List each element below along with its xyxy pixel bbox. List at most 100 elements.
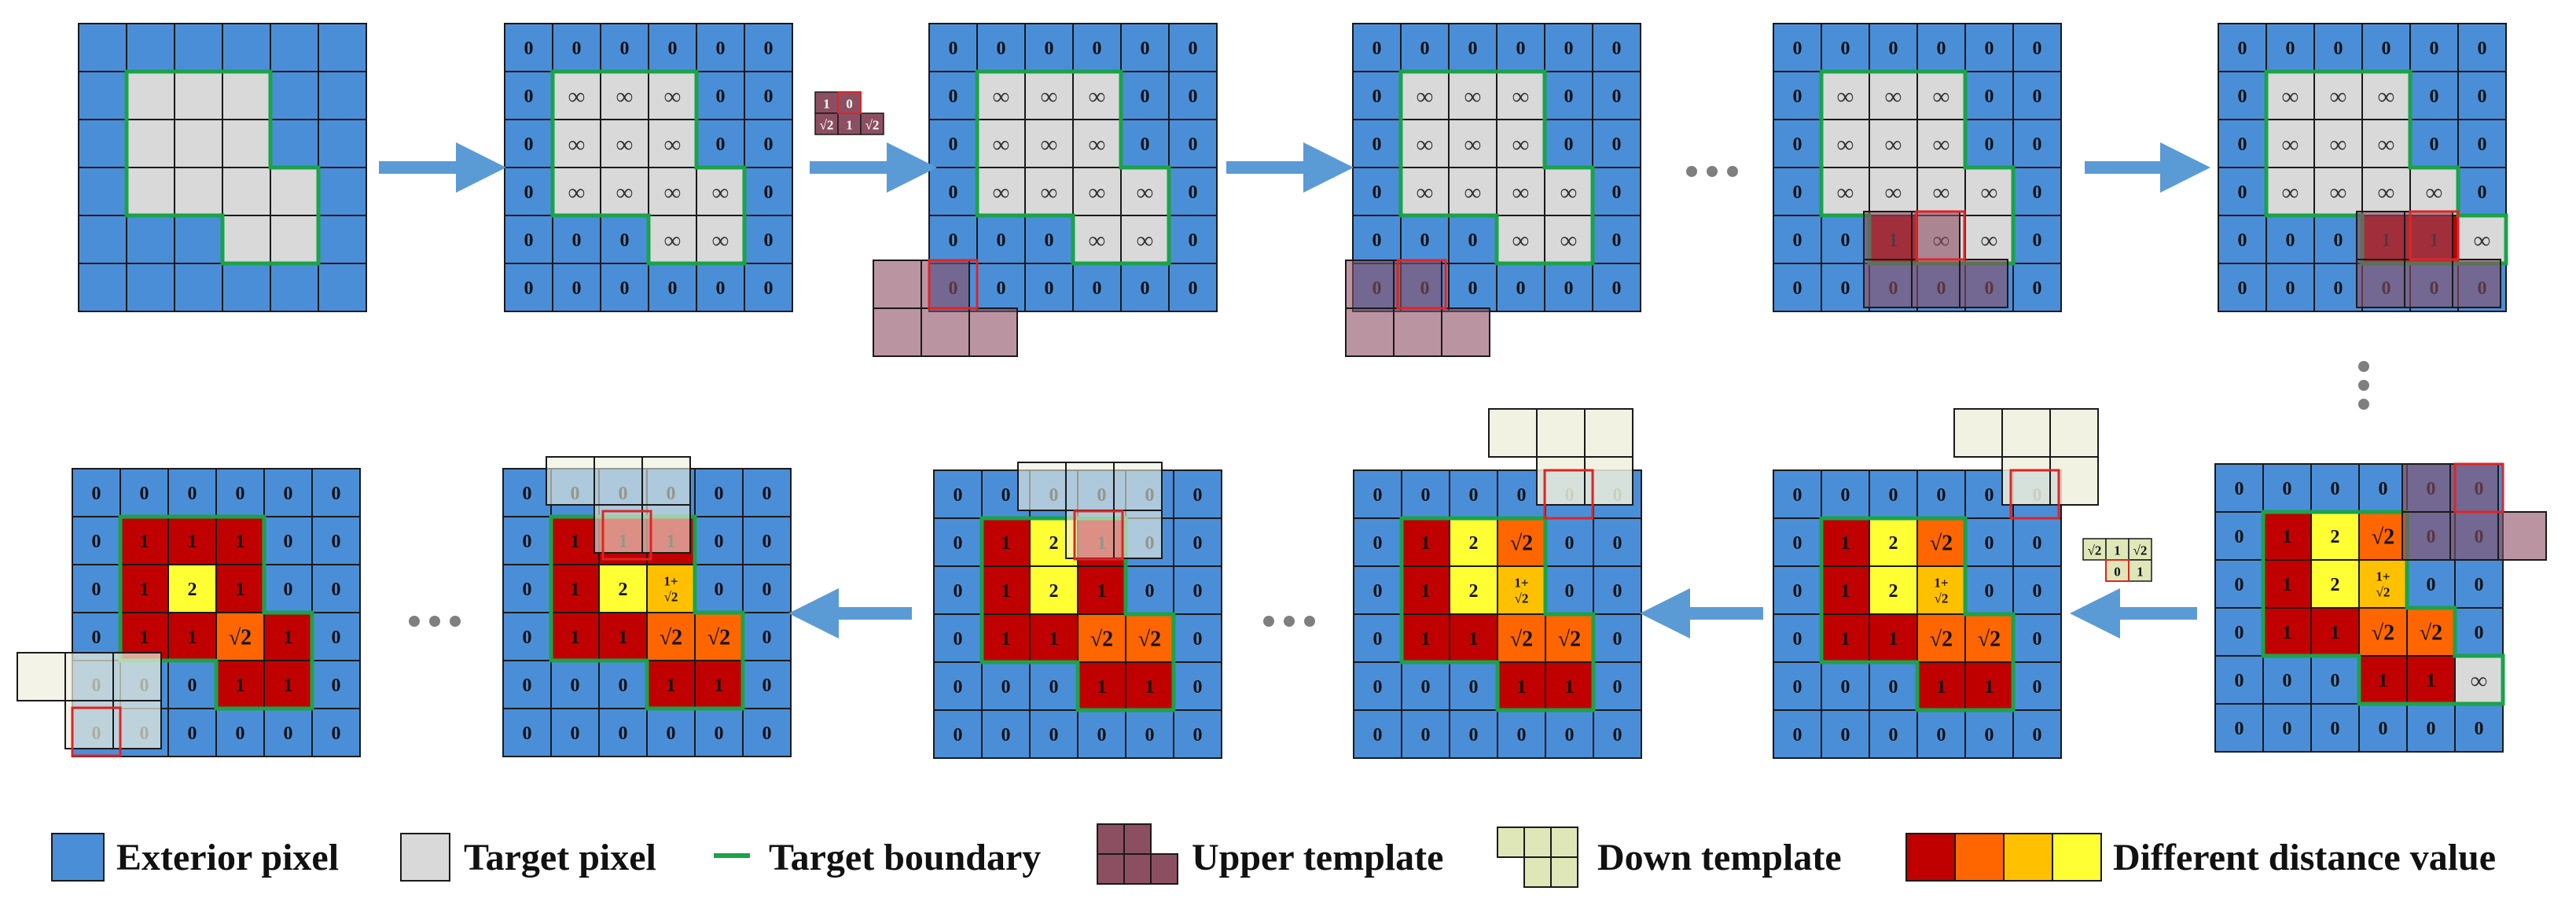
legend-swatch-target: [400, 833, 450, 882]
template-value: 0: [846, 97, 853, 112]
cell-value: 0: [1841, 39, 1850, 59]
cell-value: 0: [2235, 527, 2244, 547]
cell-value: 2: [1469, 581, 1479, 602]
cell-value: 0: [92, 628, 101, 648]
cell-value: 0: [1613, 533, 1622, 554]
pixel-cell: [928, 119, 978, 168]
pixel-cell: [270, 23, 319, 72]
legend-swatch-exterior: [51, 833, 105, 882]
cell-value: 0: [716, 134, 726, 155]
cell-value: 0: [524, 134, 534, 155]
cell-value: 0: [1001, 677, 1011, 698]
pixel-cell: [742, 564, 792, 613]
cell-value: 0: [763, 628, 772, 648]
cell-value: 1: [571, 580, 580, 600]
cell-value: 0: [1889, 725, 1898, 745]
cell-value: 0: [949, 134, 958, 155]
pixel-cell: [311, 660, 361, 709]
cell-value: 1: [140, 628, 149, 648]
cell-value: 0: [2238, 134, 2247, 155]
template-cell: [2049, 456, 2099, 506]
cell-value: ∞: [1089, 179, 1105, 205]
pixel-cell: [2457, 23, 2507, 72]
pixel-cell: [742, 516, 792, 565]
cell-value: 0: [1468, 278, 1478, 299]
pixel-cell: [1773, 215, 1822, 264]
pixel-cell: [1964, 565, 2014, 615]
cell-value: √2: [2420, 621, 2442, 646]
grid-s8: 000000012√2000121+√200011√2√200001100000…: [1773, 469, 2062, 759]
template-cell: [1393, 307, 1442, 357]
pixel-cell: [1353, 565, 1402, 615]
current-pixel-highlight: [2105, 559, 2130, 582]
cell-value: ∞: [1885, 83, 1902, 109]
cell-value: 0: [1193, 581, 1203, 602]
pixel-cell: [2358, 607, 2408, 657]
cell-value: ∞: [1089, 227, 1105, 253]
pixel-cell: [1353, 709, 1402, 759]
cell-value: ∞: [616, 179, 633, 205]
cell-value: 0: [2286, 39, 2295, 59]
cell-value: 0: [1193, 629, 1203, 650]
cell-value: 0: [572, 39, 582, 59]
cell-value: 0: [716, 39, 726, 59]
legend-down-cell: [1523, 856, 1552, 888]
legend-down-cell: [1497, 826, 1525, 858]
pixel-cell: [126, 263, 175, 312]
pixel-cell: [1353, 469, 1402, 519]
cell-value: 0: [1985, 87, 1994, 107]
template-cell: [921, 307, 970, 357]
pixel-cell: [2262, 655, 2312, 705]
cell-value: 0: [524, 230, 534, 251]
cell-value: 0: [1145, 725, 1155, 745]
cell-value: 2: [1469, 533, 1479, 554]
pixel-cell: [78, 119, 127, 168]
cell-value: 0: [2475, 575, 2484, 595]
template-cell: [1345, 260, 1395, 309]
cell-value: 0: [1189, 182, 1198, 203]
cell-value: 1: [2427, 671, 2436, 691]
cell-value: 0: [620, 39, 630, 59]
legend-distance-swatch: [2052, 833, 2102, 882]
ellipsis-dot: [450, 616, 461, 627]
pixel-cell: [696, 263, 745, 312]
upper-template-overlay: [1863, 211, 2008, 308]
pixel-cell: [1352, 167, 1402, 216]
pixel-cell: [928, 167, 978, 216]
cell-value: 0: [2235, 671, 2244, 691]
pixel-cell: [742, 660, 792, 709]
template-cell: [873, 307, 922, 357]
cell-value: 0: [1420, 230, 1430, 251]
cell-value: 0: [715, 484, 724, 504]
template-cell: [17, 652, 66, 701]
cell-value: 0: [1985, 533, 1994, 554]
cell-value: 0: [1373, 182, 1382, 203]
cell-value: 0: [2286, 278, 2295, 299]
cell-value: 0: [764, 182, 774, 203]
template-cell: [641, 456, 691, 506]
pixel-cell: [1544, 263, 1593, 312]
cell-value: 0: [2334, 278, 2343, 299]
pixel-cell: [550, 516, 600, 565]
cell-value: 0: [949, 230, 958, 251]
template-cell: [2001, 408, 2051, 458]
cell-value: 1: [1001, 533, 1011, 554]
pixel-cell: [694, 516, 744, 565]
cell-value: 0: [763, 676, 772, 696]
pixel-cell: [1964, 709, 2014, 759]
cell-value: 0: [1985, 134, 1994, 155]
cell-value: ∞: [712, 179, 729, 205]
pixel-cell: [174, 263, 223, 312]
template-cell: [1911, 259, 1960, 308]
cell-value: √2: [660, 626, 682, 650]
template-value: √2: [2088, 543, 2102, 558]
cell-value: 0: [1841, 485, 1850, 506]
cell-value: 0: [619, 676, 628, 696]
cell-value: 0: [2238, 182, 2247, 203]
cell-value: 0: [2430, 87, 2439, 107]
cell-value: 0: [764, 230, 774, 251]
cell-value: ∞: [664, 131, 681, 157]
template-cell: [2401, 463, 2451, 513]
cell-value: 0: [284, 532, 293, 552]
cell-value: 0: [1612, 39, 1622, 59]
